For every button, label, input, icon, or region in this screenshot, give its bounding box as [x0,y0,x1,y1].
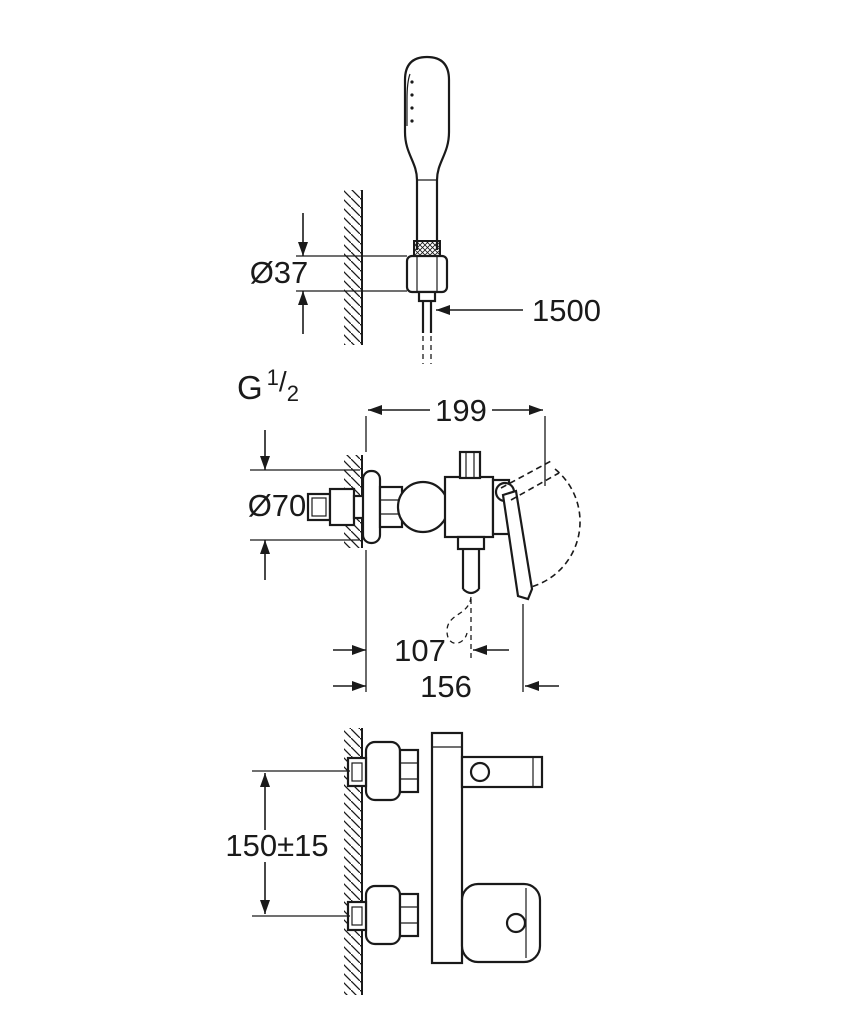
dim-bracket-diameter: Ø37 [250,213,407,334]
dim-depth-156: 156 [333,550,559,704]
hose-nut-knurl [413,240,441,257]
dim-hose-length: 1500 [436,293,601,328]
mixer-side-view [306,450,581,644]
escutcheon-bottom-front [364,884,402,946]
dim-depth-107: 107 [333,599,509,668]
escutcheon-top-front [364,740,402,802]
mixer-front-view [346,731,544,965]
wall-hatch-top [344,190,363,345]
dim-label-hose-length: 1500 [532,293,601,328]
lever-handle [501,489,534,601]
mixer-body-side [443,475,495,539]
shower-hose [417,290,437,364]
riser-column [430,731,464,965]
diverter-knob [458,450,482,480]
thread-size-denominator: 2 [287,381,299,406]
dim-diameter-70: Ø70 [248,430,360,580]
dim-label-total-depth: 156 [420,669,472,704]
shower-bracket [405,254,449,294]
escutcheon-side [361,469,382,545]
dim-height-150: 150±15 [225,770,350,917]
spout-front [460,755,544,789]
thread-size-g: G [237,369,263,406]
dim-label-mount-height: 150±15 [225,828,328,863]
dim-width-199: 199 [365,393,546,486]
dim-label-spout-depth: 107 [394,633,446,668]
hose-curve-dashed [446,596,472,644]
dim-label-width: 199 [435,393,487,428]
hand-shower [403,55,451,257]
thread-size-numerator: 1 [267,365,279,390]
dim-label-bracket-diameter: Ø37 [250,255,309,290]
thread-size-slash: / [279,366,287,397]
mixer-body-front [460,882,542,964]
hose-outlet [462,588,480,595]
ball-joint [396,480,450,534]
dim-label-escutcheon-diameter: Ø70 [248,488,307,523]
lever-swing-arc [530,468,581,588]
